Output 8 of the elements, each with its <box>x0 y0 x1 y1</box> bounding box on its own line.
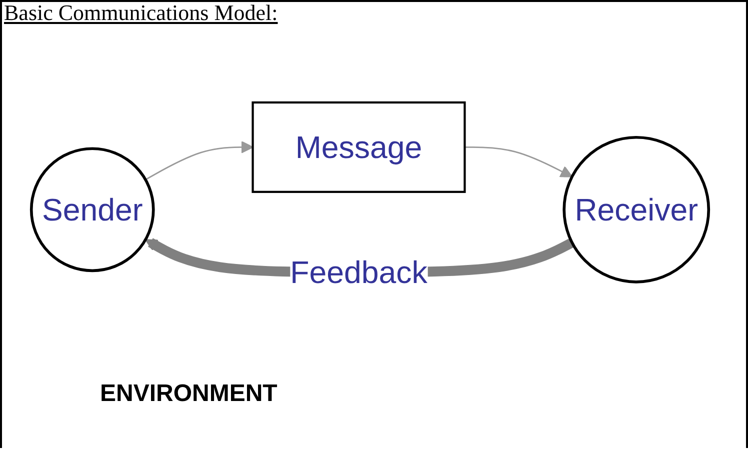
arrow <box>464 146 573 178</box>
edge-label: Feedback <box>290 254 428 290</box>
diagram-title: Basic Communications Model: <box>4 0 278 26</box>
arrow <box>145 140 254 180</box>
node-circle: Receiver <box>562 136 710 284</box>
node-box: Message <box>252 101 466 193</box>
environment-label: ENVIRONMENT <box>100 380 278 408</box>
node-circle: Sender <box>30 147 155 272</box>
